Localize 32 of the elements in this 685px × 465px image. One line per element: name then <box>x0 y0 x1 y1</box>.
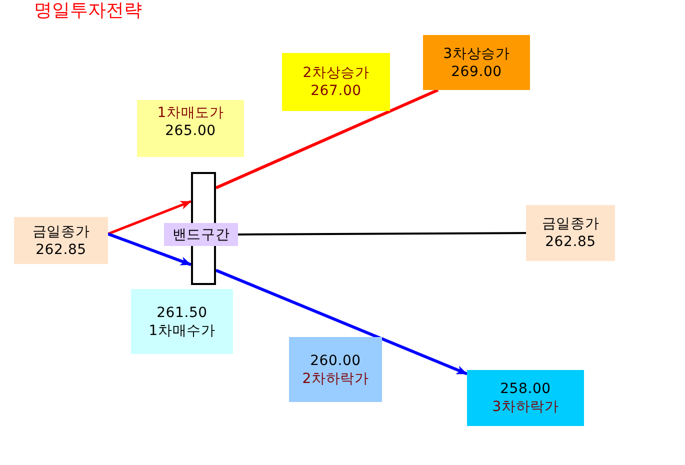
price-box <box>137 100 244 157</box>
price-value: 262.85 <box>36 240 86 258</box>
level-label: 3차하락가 <box>492 398 559 416</box>
arrow <box>215 268 468 376</box>
price-box <box>289 337 382 402</box>
price-value: 260.00 <box>310 352 361 370</box>
arrow <box>107 232 192 266</box>
price-box <box>423 35 530 90</box>
price-value: 258.00 <box>500 380 551 398</box>
band-label-box <box>164 223 238 246</box>
level-label: 2차하락가 <box>302 370 369 388</box>
price-box <box>282 53 390 111</box>
price-box <box>131 289 233 354</box>
price-value: 261.50 <box>156 304 208 322</box>
level-label: 1차매도가 <box>157 104 224 122</box>
level-label: 1차매수가 <box>148 322 216 340</box>
price-value: 262.85 <box>545 233 596 251</box>
band-label: 밴드구간 <box>172 226 230 244</box>
price-box <box>467 370 584 426</box>
level-label: 3차상승가 <box>443 44 510 62</box>
connector-line <box>238 232 526 236</box>
level-label: 2차상승가 <box>302 64 370 82</box>
price-box <box>14 217 108 264</box>
arrow <box>108 200 192 236</box>
price-box <box>526 205 615 261</box>
price-value: 265.00 <box>165 122 216 140</box>
level-label: 금일종가 <box>32 222 90 240</box>
price-value: 267.00 <box>310 82 362 100</box>
price-value: 269.00 <box>451 62 502 80</box>
connector-line <box>215 88 439 190</box>
diagram-title: 명일투자전략 <box>34 0 142 22</box>
level-label: 금일종가 <box>542 215 600 233</box>
